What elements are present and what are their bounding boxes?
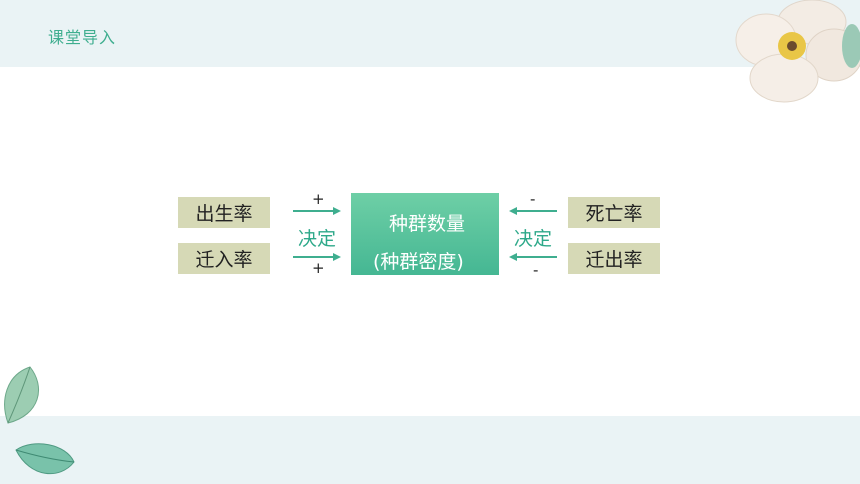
population-density-label: (种群密度) — [373, 251, 464, 273]
decide-label-left: 决定 — [298, 228, 337, 250]
death-rate-box: 死亡率 — [568, 197, 660, 228]
arrow-right-icon — [293, 207, 341, 215]
plus-sign: + — [312, 190, 325, 208]
minus-sign: - — [533, 261, 539, 279]
emigration-rate-box: 迁出率 — [568, 243, 660, 274]
leaf-icon — [15, 443, 75, 475]
header-band — [0, 0, 860, 67]
decide-label-right: 决定 — [514, 228, 553, 250]
immigration-rate-box: 迁入率 — [178, 243, 270, 274]
arrow-left-icon — [509, 207, 557, 215]
footer-band — [0, 416, 860, 484]
plus-sign: + — [312, 259, 325, 277]
arrow-right-icon — [293, 253, 341, 261]
birth-rate-box: 出生率 — [178, 197, 270, 228]
arrow-left-icon — [509, 253, 557, 261]
minus-sign: - — [530, 190, 536, 208]
population-size-label: 种群数量 — [389, 213, 466, 235]
population-size-box: 种群数量 (种群密度) — [351, 193, 499, 275]
leaf-icon — [4, 366, 39, 424]
flower-icon — [735, 0, 860, 103]
page-title: 课堂导入 — [48, 28, 117, 47]
